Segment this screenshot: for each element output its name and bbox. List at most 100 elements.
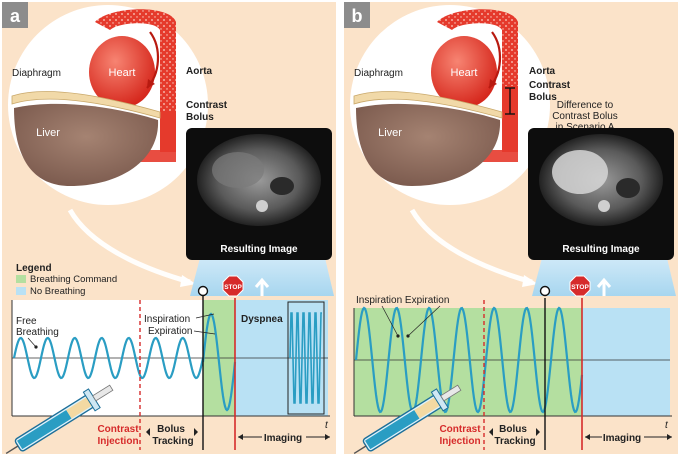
diaphragm-label: Diaphragm [12,68,61,79]
bolus-left-arrowhead [146,428,150,436]
contrast-label: Contrast [186,100,228,111]
curved-arrowhead [180,275,196,287]
mri-liver-region [212,152,264,188]
flow-arrowhead [147,79,155,88]
panel-divider [337,0,343,456]
breathing-command-wave [201,312,237,412]
expiration-pointer [407,305,441,337]
mri-liver-region [552,150,608,194]
contrast-label: Contrast [529,80,571,91]
mri-spine [598,200,610,212]
phase-imaging-label: Imaging [264,433,302,444]
diaphragm [11,91,161,119]
aorta-descending [502,86,518,152]
tracking-end-circle [539,285,551,297]
inspiration-label: Inspiration [144,314,190,325]
phase-bolus-label: Bolus [157,424,185,435]
phase-bolus-label: Bolus [499,424,527,435]
up-arrow [596,277,612,296]
resulting-image-label: Resulting Image [562,244,640,255]
legend-item-breathing: Breathing Command [30,274,117,285]
flow-arrowhead [489,79,497,88]
stop-sign-label: STOP [224,284,242,291]
curved-arrow [67,208,191,285]
mri-stomach-region [270,177,294,195]
liver [356,103,501,186]
stop-sign-icon [222,275,244,297]
bolus-label: Bolus [529,92,557,103]
inspiration-pointer [381,305,399,337]
heart [89,36,155,108]
imaging-left-arrowhead [238,434,243,440]
legend-swatch-no-breathing [16,287,26,295]
legend-item-no-breathing: No Breathing [30,286,85,297]
phase-injection-label: Injection [439,436,480,447]
dyspnea-wave [289,312,322,404]
liver [14,103,159,186]
imaging-right-arrowhead [667,434,672,440]
tracking-end-circle [197,285,209,297]
legend-swatch-breathing [16,275,26,283]
phase-contrast-label: Contrast [97,424,139,435]
breathing-label: Breathing [16,327,59,338]
time-axis-label: t [325,420,329,431]
curved-arrowhead [522,275,538,287]
dyspnea-box [287,301,325,415]
mri-spine [256,200,268,212]
time-axis-label: t [665,420,669,431]
panel-letter-box [2,2,28,28]
phase-tracking-label: Tracking [152,436,193,447]
difference-label-line3: in Scenario A [556,122,615,133]
phase-contrast-label: Contrast [439,424,481,435]
curved-arrow [409,208,533,285]
expiration-pointer-dot [406,334,410,338]
free-breathing-pointer-dot [34,345,38,349]
free-label: Free [16,316,37,327]
bolus-right-arrowhead [194,428,198,436]
panel-letter: a [10,6,21,26]
bolus-left-arrowhead [489,428,493,436]
panel-a: a Heart Liver Diaphragm Aorta Contrast B… [2,2,336,455]
expiration-label: Expiration [148,326,192,337]
difference-label-line1: Difference to [557,100,614,111]
resulting-image-label: Resulting Image [220,244,298,255]
syringe-icon [5,384,114,455]
imaging-right-arrowhead [325,434,330,440]
liver-label: Liver [378,127,402,139]
inspiration-pointer [195,313,215,319]
heart [431,36,497,108]
heart-label: Heart [109,67,136,79]
panel-letter-box [344,2,370,28]
free-breathing-pointer [27,337,37,348]
inspiration-expiration-label: Inspiration Expiration [356,295,449,306]
mri-stomach-region [616,178,640,198]
difference-label-line2: Contrast Bolus [552,111,618,122]
expiration-pointer [193,330,216,335]
dyspnea-label: Dyspnea [241,314,283,325]
aorta-descending [160,112,176,152]
inspiration-pointer-dot [396,334,400,338]
imaging-left-arrowhead [585,434,590,440]
free-breathing-wave [12,336,205,380]
bolus-right-arrowhead [536,428,540,436]
bolus-label: Bolus [186,112,214,123]
stop-sign-label: STOP [571,284,589,291]
panel-letter: b [352,6,363,26]
aorta-label: Aorta [186,66,213,77]
aorta-label: Aorta [529,66,556,77]
legend [12,260,124,300]
phase-injection-label: Injection [97,436,138,447]
up-arrow [254,277,270,296]
heart-label: Heart [451,67,478,79]
stop-sign-icon [569,275,591,297]
panel-b: b Heart Liver Diaphragm Aorta Contrast B… [344,2,678,455]
diaphragm-label: Diaphragm [354,68,403,79]
diaphragm [353,91,503,119]
legend-title: Legend [16,263,52,274]
phase-tracking-label: Tracking [494,436,535,447]
no-breathing-region [582,308,670,416]
liver-label: Liver [36,127,60,139]
phase-imaging-label: Imaging [603,433,641,444]
